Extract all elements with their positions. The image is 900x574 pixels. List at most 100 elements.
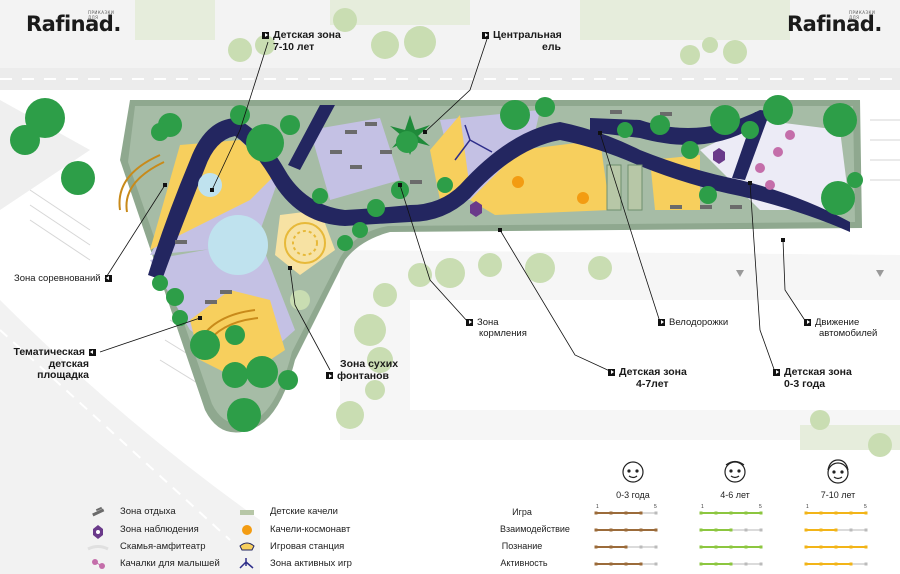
rating-tick — [744, 511, 748, 515]
rating-tick — [594, 562, 598, 566]
rating-tick — [759, 528, 763, 532]
label-kids-4-7: Детская зона 4-7лет — [608, 366, 687, 390]
trees — [10, 95, 863, 432]
rating-tick — [744, 545, 748, 549]
leader-dots — [163, 130, 785, 320]
legend-play-station: Игровая станция — [270, 541, 345, 552]
rating-tick — [864, 545, 868, 549]
rating-tick — [714, 545, 718, 549]
rating-tick — [654, 545, 658, 549]
rating-tick — [834, 545, 838, 549]
rating-tick — [654, 511, 658, 515]
rating-tick — [624, 545, 628, 549]
walking-path — [148, 118, 850, 280]
rating-tick — [819, 528, 823, 532]
age-label-7-10: 7-10 лет — [820, 490, 856, 500]
rating-tick — [609, 528, 613, 532]
brand-subtitle-left: ПРИКАЗКИ ДЛЯ — [88, 10, 115, 20]
rating-tick — [639, 562, 643, 566]
rating-tick — [639, 545, 643, 549]
legend-icons — [87, 506, 255, 569]
rating-tick — [714, 528, 718, 532]
rating-tick — [594, 511, 598, 515]
metric-interaction: Взаимодействие — [500, 524, 570, 534]
rating-tick — [819, 511, 823, 515]
rating-tick — [594, 545, 598, 549]
rating-tick — [654, 528, 658, 532]
rating-tick — [699, 545, 703, 549]
rating-tick — [624, 511, 628, 515]
active-games — [454, 124, 493, 161]
legend-kids-swings: Детские качели — [270, 506, 338, 517]
scale-max-label: 5 — [759, 504, 762, 510]
rating-tick — [759, 545, 763, 549]
label-dry-fountains: Зона сухих фонтанов — [326, 358, 398, 382]
rating-tick — [624, 528, 628, 532]
kids-swings — [606, 164, 643, 211]
rating-tick — [699, 511, 703, 515]
rating-tick — [729, 511, 733, 515]
label-kids-0-3: Детская зона 0-3 года — [773, 366, 852, 390]
rating-tick — [804, 545, 808, 549]
lower-left-road — [0, 300, 260, 574]
brand-logo-right: Rafinad. ПРИКАЗКИ ДЛЯ — [787, 10, 882, 36]
rating-tick — [864, 511, 868, 515]
rating-tick — [609, 545, 613, 549]
astronaut-swings — [512, 176, 589, 204]
rating-tick — [804, 562, 808, 566]
scale-min-label: 1 — [806, 504, 809, 510]
light-trees — [228, 8, 892, 457]
rating-tick — [804, 528, 808, 532]
label-car-traffic: Движение автомобилей — [804, 317, 877, 339]
brand-logo-left: Rafinad. ПРИКАЗКИ ДЛЯ — [26, 10, 121, 36]
scale-max-label: 5 — [864, 504, 867, 510]
rating-tick — [819, 562, 823, 566]
rating-tick — [699, 528, 703, 532]
rating-tick — [834, 511, 838, 515]
rating-tick — [744, 562, 748, 566]
rating-tick — [849, 545, 853, 549]
baby-rockers — [755, 130, 795, 190]
rating-tick — [759, 511, 763, 515]
legend-active-games: Зона активных игр — [270, 558, 352, 569]
leader-lines — [99, 35, 807, 373]
rating-tick — [729, 545, 733, 549]
water-feature — [208, 215, 268, 275]
rating-tick — [804, 511, 808, 515]
legend-astronaut-swing: Качели-космонавт — [270, 524, 351, 535]
rating-tick — [639, 528, 643, 532]
rating-tick — [714, 562, 718, 566]
rating-tick — [729, 528, 733, 532]
observation-hexagons — [470, 148, 725, 217]
label-competitions: Зона соревнований — [14, 273, 116, 284]
rating-tick — [849, 528, 853, 532]
metric-activity: Активность — [500, 558, 548, 568]
label-central-tree: Центральная ель — [482, 29, 562, 53]
rating-tick — [699, 562, 703, 566]
rating-tick — [609, 562, 613, 566]
label-feeding-zone: Зона кормления — [466, 317, 527, 339]
rating-tick — [714, 511, 718, 515]
metric-play: Игра — [512, 507, 532, 517]
legend-rest-zone: Зона отдыха — [120, 506, 176, 517]
rating-tick — [759, 562, 763, 566]
metric-cognition: Познание — [501, 541, 543, 551]
rating-tick — [864, 528, 868, 532]
legend-amphitheater: Скамья-амфитеатр — [120, 541, 206, 552]
scale-min-label: 1 — [596, 504, 599, 510]
rating-tick — [654, 562, 658, 566]
age-faces — [622, 459, 849, 484]
rating-tick — [864, 562, 868, 566]
label-bike-paths: Велодорожки — [658, 317, 728, 328]
rating-tick — [744, 528, 748, 532]
brand-subtitle-right: ПРИКАЗКИ ДЛЯ — [849, 10, 876, 20]
label-kids-7-10: Детская зона 7-10 лет — [262, 29, 341, 53]
scale-min-label: 1 — [701, 504, 704, 510]
age-label-0-3: 0-3 года — [616, 490, 650, 500]
bench-markers — [175, 110, 742, 304]
legend-baby-rockers: Качалки для малышей — [120, 558, 220, 569]
age-label-4-6: 4-6 лет — [720, 490, 750, 500]
